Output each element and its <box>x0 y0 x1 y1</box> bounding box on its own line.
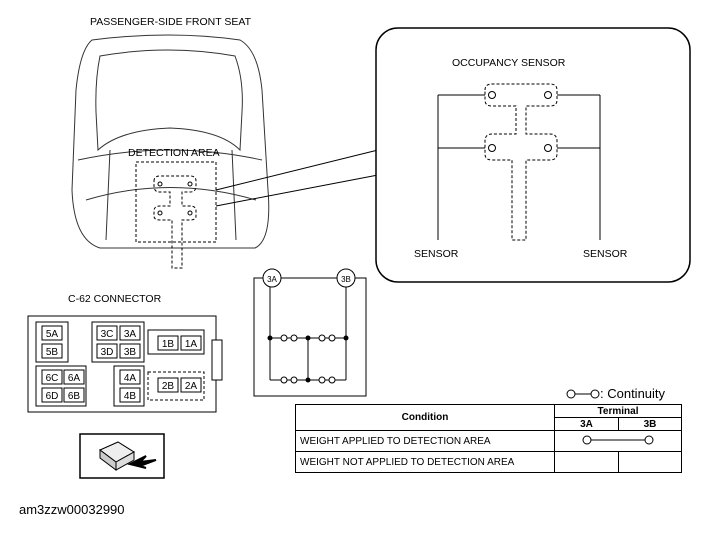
pin-3b: 3B <box>124 347 137 358</box>
terminal-3b-marker <box>336 268 356 288</box>
figure-caption: am3zzw00032990 <box>19 502 125 517</box>
terminal-3a-label: 3A <box>267 275 277 284</box>
pin-2a: 2A <box>185 381 198 392</box>
occupancy-sensor-points <box>488 91 552 152</box>
seat-title: PASSENGER-SIDE FRONT SEAT <box>90 16 252 28</box>
row-continuity <box>554 430 682 452</box>
detection-sensor-points <box>157 181 193 216</box>
continuity-mark <box>582 435 654 444</box>
switch-contacts <box>280 334 336 384</box>
table-row: WEIGHT APPLIED TO DETECTION AREA <box>295 430 682 452</box>
terminal-3a-marker <box>262 268 282 288</box>
pin-3d: 3D <box>101 347 114 358</box>
occupancy-sensor-label: OCCUPANCY SENSOR <box>452 57 566 69</box>
row-condition: WEIGHT NOT APPLIED TO DETECTION AREA <box>295 451 555 473</box>
pin-6b: 6B <box>68 391 81 402</box>
pin-6c: 6C <box>46 373 59 384</box>
pin-2b: 2B <box>162 381 175 392</box>
passenger-seat-illustration <box>71 34 270 249</box>
pin-1a: 1A <box>185 339 198 350</box>
table-row: WEIGHT NOT APPLIED TO DETECTION AREA <box>295 451 682 473</box>
sensor-right-label: SENSOR <box>583 248 628 260</box>
pin-1b: 1B <box>162 339 175 350</box>
pin-6d: 6D <box>46 391 59 402</box>
connector-plug-icon <box>99 441 135 471</box>
terminal-header: Terminal <box>554 404 682 418</box>
callout-lines <box>215 149 379 207</box>
connector-view-box <box>79 433 165 479</box>
pin-5b: 5B <box>46 347 59 358</box>
continuity-table: Condition Terminal 3A 3B WEIGHT APPLIED … <box>295 404 682 473</box>
terminal-3b-label: 3B <box>341 275 351 284</box>
pin-5a: 5A <box>46 329 59 340</box>
row-condition: WEIGHT APPLIED TO DETECTION AREA <box>295 430 555 452</box>
detection-area <box>135 161 217 269</box>
continuity-symbol <box>566 389 600 399</box>
pin-3a: 3A <box>124 329 137 340</box>
c62-pin-labels: 5A 5B 3C 3A 3D 3B 1B 1A 6C 6A 6D 6B 4A 4… <box>46 329 198 402</box>
pin-6a: 6A <box>68 373 81 384</box>
pin-4a: 4A <box>124 373 137 384</box>
continuity-legend: : Continuity <box>566 386 665 401</box>
pin-3c: 3C <box>101 329 114 340</box>
legend-text: : Continuity <box>600 386 666 401</box>
c62-pin-cells <box>41 325 202 403</box>
c62-connector-face <box>27 315 223 413</box>
condition-header: Condition <box>295 404 555 431</box>
occupancy-sensor-outline <box>484 83 558 241</box>
pin-4b: 4B <box>124 391 137 402</box>
connector-title: C-62 CONNECTOR <box>68 293 162 305</box>
sensor-left-label: SENSOR <box>414 248 459 260</box>
detection-area-label: DETECTION AREA <box>128 147 220 159</box>
col-3b-header: 3B <box>618 417 682 431</box>
view-direction-arrow-icon <box>127 455 157 469</box>
junction-dots <box>267 335 349 383</box>
col-3a-header: 3A <box>554 417 619 431</box>
